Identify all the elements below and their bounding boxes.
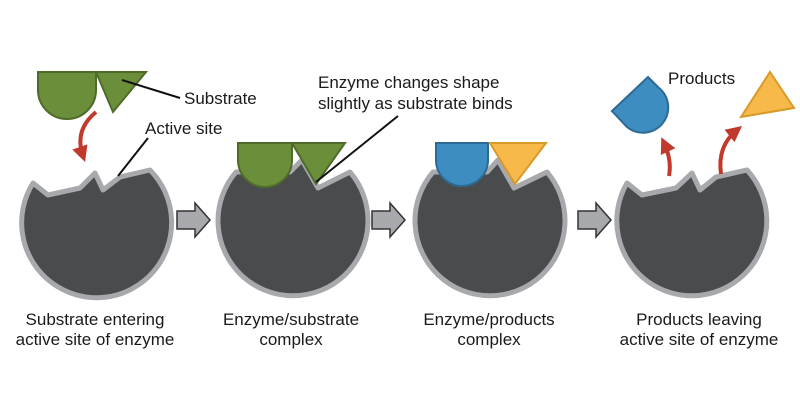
- shape-change-pointer-line: [315, 115, 399, 183]
- stage-1-caption-line2: active site of enzyme: [16, 330, 175, 349]
- step-arrow-3: [577, 201, 613, 239]
- stage-4-caption-line2: active site of enzyme: [620, 330, 779, 349]
- active-site-pointer-line: [117, 137, 149, 177]
- enzyme-shape: [19, 167, 175, 301]
- product-blue-shape: [435, 142, 489, 187]
- stage-1: Substrate Active site Substrate entering…: [16, 71, 257, 349]
- stage-4: Products Products leaving active site of…: [610, 69, 796, 349]
- enzyme-shape: [215, 157, 371, 299]
- stage-1-caption-line1: Substrate entering: [26, 310, 165, 329]
- leaving-arrow-right: [718, 125, 742, 175]
- step-arrow-1: [176, 201, 212, 239]
- stage-2: Enzyme changes shape slightly as substra…: [215, 73, 513, 349]
- product-blue-shape: [610, 75, 670, 134]
- stage-2-caption-line1: Enzyme/substrate: [223, 310, 359, 329]
- stage-3-caption-line1: Enzyme/products: [423, 310, 554, 329]
- enzyme-shape: [614, 167, 770, 299]
- shape-change-label-line2: slightly as substrate binds: [318, 94, 513, 113]
- bound-products-shape: [435, 142, 549, 187]
- products-label: Products: [668, 69, 735, 88]
- enzyme-shape: [412, 157, 568, 299]
- active-site-label: Active site: [145, 119, 222, 138]
- substrate-label: Substrate: [184, 89, 257, 108]
- product-orange-shape: [488, 142, 549, 186]
- step-arrow-2: [371, 201, 407, 239]
- leaving-arrow-left: [660, 137, 676, 177]
- product-orange-shape: [738, 70, 796, 119]
- stage-3: Enzyme/products complex: [412, 142, 568, 349]
- shape-change-label-line1: Enzyme changes shape: [318, 73, 499, 92]
- stage-2-caption-line2: complex: [259, 330, 323, 349]
- stage-4-caption-line1: Products leaving: [636, 310, 762, 329]
- bound-substrate-shape: [237, 142, 347, 188]
- stage-3-caption-line2: complex: [457, 330, 521, 349]
- substrate-shape: [37, 71, 149, 120]
- substrate-pointer-line: [121, 79, 181, 99]
- entering-arrow: [72, 110, 98, 163]
